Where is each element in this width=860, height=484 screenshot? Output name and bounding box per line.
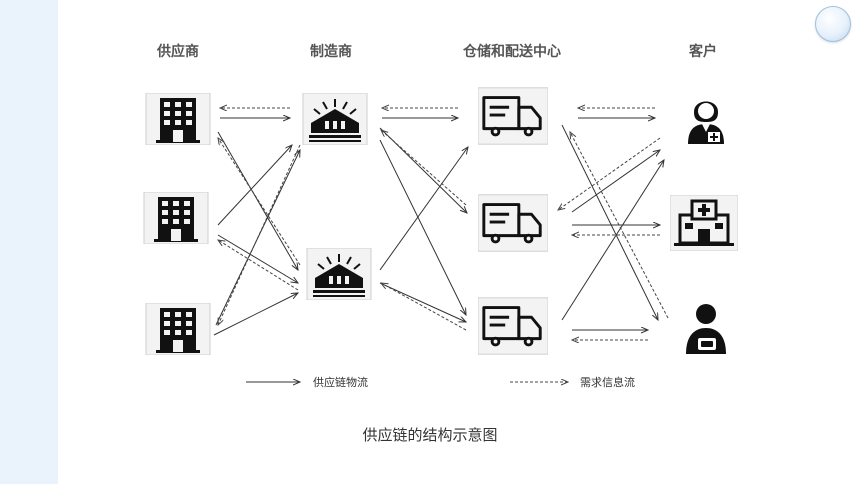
- column-header-warehouses: 仓储和配送中心: [462, 43, 561, 60]
- hospital-icon: [670, 195, 738, 251]
- supply-flow-arrows: [213, 118, 664, 336]
- legend-label-supply-flow: 供应链物流: [313, 375, 368, 389]
- info-flow-arrows: [218, 108, 669, 340]
- factory-icon: [305, 248, 373, 300]
- legend: 供应链物流 需求信息流: [246, 375, 635, 389]
- diagram-caption: 供应链的结构示意图: [362, 426, 498, 444]
- factory-icon: [301, 93, 369, 145]
- building-icon: [143, 192, 209, 244]
- column-header-suppliers: 供应商: [156, 43, 199, 60]
- person-icon: [686, 304, 726, 354]
- truck-icon: [478, 297, 548, 355]
- left-side-band: [0, 0, 58, 484]
- truck-icon: [478, 87, 548, 145]
- building-icon: [145, 303, 211, 355]
- nav-circle-button[interactable]: [815, 6, 851, 42]
- building-icon: [145, 93, 211, 145]
- column-header-customers: 客户: [688, 43, 717, 60]
- doctor-icon: [688, 101, 724, 144]
- legend-label-info-flow: 需求信息流: [580, 375, 635, 389]
- truck-icon: [478, 194, 548, 252]
- column-header-manufacturers: 制造商: [310, 43, 352, 60]
